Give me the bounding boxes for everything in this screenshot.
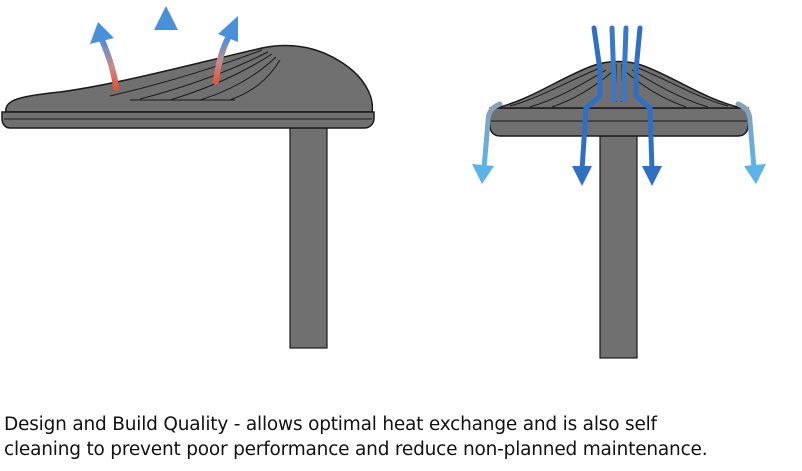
air-flow-center-right	[621, 25, 629, 103]
left-housing-body	[5, 44, 374, 113]
left-housing-base	[1, 111, 375, 129]
air-flow-arrows	[472, 25, 766, 186]
heat-exhaust-arrows	[90, 6, 238, 99]
caption-line-2: cleaning to prevent poor performance and…	[4, 439, 708, 460]
heat-arrow-left	[99, 37, 119, 91]
air-flow-inner-right-head	[642, 166, 662, 186]
right-housing-dome	[495, 60, 743, 109]
luminaire-diagram	[1, 6, 766, 359]
air-flow-outer-right-head	[744, 164, 766, 184]
air-flow-inner-left-head	[572, 166, 592, 186]
left-cooling-fins	[109, 49, 281, 101]
caption-line-1: Design and Build Quality - allows optima…	[4, 414, 657, 435]
air-flow-outer-left	[481, 101, 503, 171]
right-housing-base	[489, 107, 749, 137]
left-pole	[289, 127, 328, 349]
air-flow-inner-right	[633, 25, 655, 173]
air-flow-outer-right	[735, 101, 757, 171]
right-pole	[599, 135, 638, 359]
right-luminaire-front-view	[472, 25, 766, 359]
heat-arrow-left-head	[90, 22, 114, 44]
heat-arrow-center-head	[154, 6, 178, 30]
heat-arrow-right-head	[218, 16, 238, 42]
air-flow-outer-left-head	[472, 164, 494, 184]
air-flow-inner-left	[579, 25, 603, 173]
caption: Design and Build Quality - allows optima…	[4, 412, 800, 462]
air-flow-center-left	[609, 25, 617, 103]
heat-arrow-right	[213, 35, 231, 85]
left-luminaire-side-view	[1, 6, 375, 349]
